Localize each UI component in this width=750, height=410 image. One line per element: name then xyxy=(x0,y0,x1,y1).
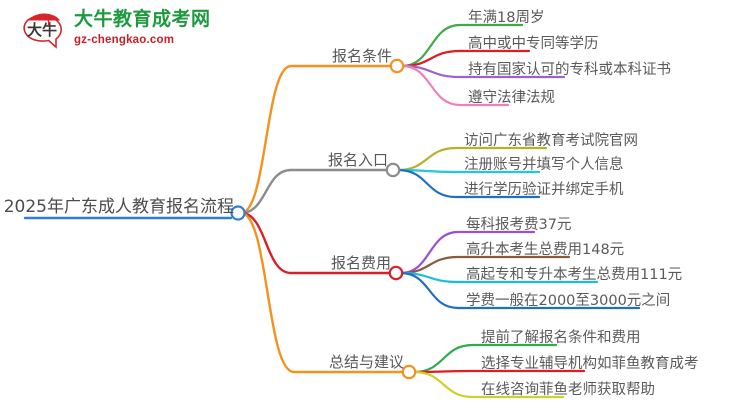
branch-label-3[interactable]: 总结与建议 xyxy=(328,353,404,371)
leaf-label-1-1[interactable]: 注册账号并填写个人信息 xyxy=(464,157,624,173)
branch-label-1[interactable]: 报名入口 xyxy=(327,151,388,169)
svg-text:大牛: 大牛 xyxy=(27,21,57,39)
leaf-label-1-0[interactable]: 访问广东省教育考试院官网 xyxy=(464,133,638,149)
brand-url: gz-chengkao.com xyxy=(74,34,175,46)
branch-connector-0 xyxy=(239,64,393,215)
branch-node-circle-2[interactable] xyxy=(388,265,404,281)
leaf-label-3-2[interactable]: 在线咨询菲鱼老师获取帮助 xyxy=(481,382,655,398)
root-node-label[interactable]: 2025年广东成人教育报名流程 xyxy=(3,197,234,217)
branch-node-circle-3[interactable] xyxy=(401,364,417,380)
leaf-label-3-0[interactable]: 提前了解报名条件和费用 xyxy=(481,330,641,346)
leaf-label-0-0[interactable]: 年满18周岁 xyxy=(468,10,545,26)
leaf-label-2-2[interactable]: 高起专和专升本考生总费用111元 xyxy=(466,267,683,283)
branch-label-2[interactable]: 报名费用 xyxy=(330,254,391,272)
leaf-label-2-0[interactable]: 每科报考费37元 xyxy=(466,217,572,233)
leaf-label-0-1[interactable]: 高中或中专同等学历 xyxy=(468,36,599,52)
branch-connector-3 xyxy=(239,211,405,374)
leaf-label-2-3[interactable]: 学费一般在2000至3000元之间 xyxy=(466,293,671,309)
leaf-label-1-2[interactable]: 进行学历验证并绑定手机 xyxy=(464,182,624,198)
branch-node-circle-0[interactable] xyxy=(389,58,405,74)
leaf-label-0-3[interactable]: 遵守法律法规 xyxy=(468,90,555,106)
leaf-label-3-1[interactable]: 选择专业辅导机构如菲鱼教育成考 xyxy=(481,356,699,372)
daniu-bull-badge-icon: 大牛 xyxy=(23,13,63,49)
brand-name: 大牛教育成考网 xyxy=(74,8,211,30)
logo-text-group: 大牛教育成考网 gz-chengkao.com xyxy=(74,8,211,48)
branch-label-0[interactable]: 报名条件 xyxy=(331,47,392,65)
branch-connector-1 xyxy=(239,168,389,215)
site-logo[interactable]: 大牛 大牛教育成考网 gz-chengkao.com xyxy=(22,6,222,54)
leaf-label-0-2[interactable]: 持有国家认可的专科或本科证书 xyxy=(468,62,671,78)
leaf-label-2-1[interactable]: 高升本考生总费用148元 xyxy=(466,242,625,258)
branch-node-circle-1[interactable] xyxy=(385,162,401,178)
